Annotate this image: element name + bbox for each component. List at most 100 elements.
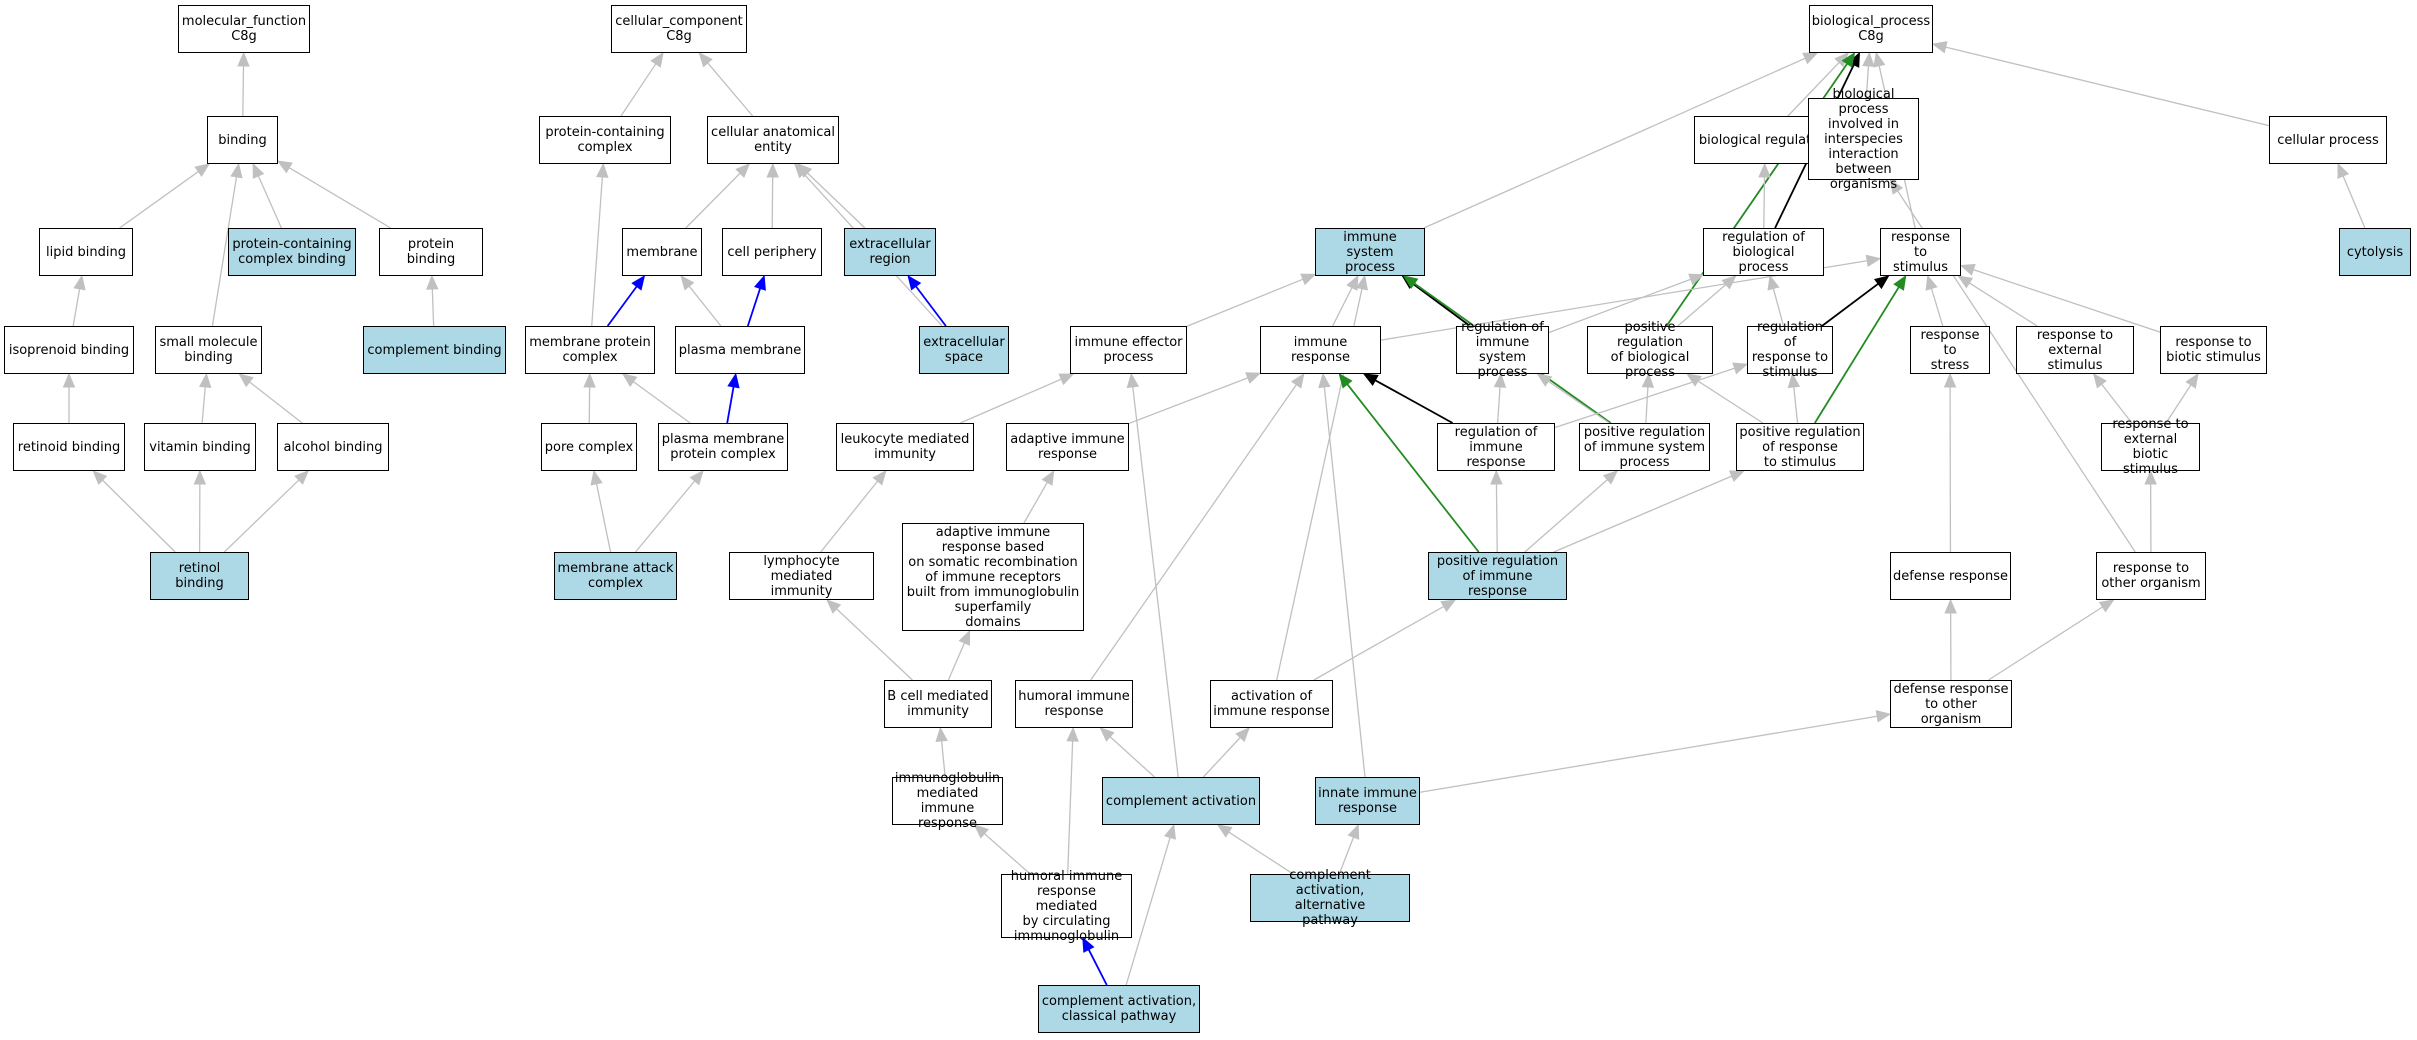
node-vitamin_binding[interactable]: vitamin binding (144, 423, 256, 471)
node-cellular_process[interactable]: cellular process (2269, 116, 2387, 164)
node-regulation_bp[interactable]: regulation of biological process (1703, 228, 1824, 276)
edge-response_external_stimulus-to-response_to_stimulus (1968, 282, 2038, 327)
node-pos_reg_immune_system_process[interactable]: positive regulation of immune system pro… (1579, 423, 1710, 471)
node-extracellular_space[interactable]: extracellular space (919, 326, 1009, 374)
node-response_ext_biotic_stimulus[interactable]: response to external biotic stimulus (2101, 417, 2200, 477)
node-plasma_membrane[interactable]: plasma membrane (675, 326, 805, 374)
arrowhead-extracellular_space-to-extracellular_region (907, 274, 922, 291)
arrowhead-pos_reg_immune_response-to-immune_response (1338, 372, 1353, 389)
edge-small_molecule_binding-to-binding (211, 176, 238, 327)
edge-innate_immune_response-to-defense_response_other_organism (1419, 715, 1878, 793)
node-bp_interspecies[interactable]: biological process involved in interspec… (1808, 87, 1919, 192)
node-complement_activation_alternative[interactable]: complement activation, alternative pathw… (1250, 868, 1410, 928)
arrowhead-pos_reg_immune_response-to-pos_reg_response_to_stimulus (1728, 470, 1745, 483)
node-membrane_attack_complex[interactable]: membrane attack complex (554, 552, 677, 600)
node-extracellular_region[interactable]: extracellular region (844, 228, 936, 276)
node-response_to_stimulus[interactable]: response to stimulus (1880, 228, 1961, 276)
arrowhead-cellular_anatomical_entity-to-cc (698, 52, 713, 68)
node-cell_periphery[interactable]: cell periphery (722, 228, 822, 276)
node-pos_reg_immune_response[interactable]: positive regulation of immune response (1428, 552, 1567, 600)
node-response_to_other_organism[interactable]: response to other organism (2096, 552, 2206, 600)
node-response_biotic_stimulus[interactable]: response to biotic stimulus (2160, 326, 2267, 374)
node-cc[interactable]: cellular_component C8g (611, 5, 747, 53)
arrowhead-pos_reg_response_to_stimulus-to-response_to_stimulus (1893, 274, 1907, 291)
node-bp[interactable]: biological_process C8g (1809, 5, 1933, 53)
node-protein_binding[interactable]: protein binding (379, 228, 483, 276)
node-b_cell_mediated_immunity[interactable]: B cell mediated immunity (884, 680, 992, 728)
node-membrane_protein_complex[interactable]: membrane protein complex (525, 326, 655, 374)
node-mf[interactable]: molecular_function C8g (178, 5, 310, 53)
edge-binding-to-mf (242, 65, 245, 117)
arrowhead-response_biotic_stimulus-to-response_to_stimulus (1959, 263, 1976, 276)
arrowhead-lipid_binding-to-binding (194, 163, 211, 177)
arrowhead-pos_reg_response_to_stimulus-to-pos_reg_bp (1686, 373, 1702, 387)
arrowhead-response_to_stress-to-response_to_stimulus (1925, 274, 1938, 291)
node-small_molecule_binding[interactable]: small molecule binding (155, 326, 262, 374)
arrowhead-complement_binding-to-protein_binding (426, 274, 439, 290)
edge-retinol_binding-to-alcohol_binding (223, 479, 300, 553)
node-reg_immune_system_process[interactable]: regulation of immune system process (1456, 320, 1549, 380)
node-defense_response[interactable]: defense response (1890, 552, 2011, 600)
node-defense_response_other_organism[interactable]: defense response to other organism (1890, 680, 2012, 728)
node-membrane[interactable]: membrane (622, 228, 702, 276)
arrowhead-pore_complex-to-membrane_protein_complex (583, 372, 596, 388)
edge-adaptive_immune_response_somatic-to-adaptive_immune_response (1023, 481, 1048, 524)
edge-lymphocyte_mediated_immunity-to-leukocyte_mediated_immunity (820, 480, 879, 553)
node-isoprenoid_binding[interactable]: isoprenoid binding (4, 326, 134, 374)
node-immunoglobulin_mediated_immune_response[interactable]: immunoglobulin mediated immune response (892, 771, 1003, 831)
arrowhead-pc_complex_binding-to-binding (252, 162, 265, 179)
node-lymphocyte_mediated_immunity[interactable]: lymphocyte mediated immunity (729, 552, 874, 600)
edge-pm_protein_complex-to-plasma_membrane (726, 386, 735, 424)
node-retinol_binding[interactable]: retinol binding (150, 552, 249, 600)
edge-immune_response-to-immune_system_process (1332, 287, 1353, 327)
node-pos_reg_bp[interactable]: positive regulation of biological proces… (1587, 320, 1713, 380)
edge-reg_immune_system_process-to-regulation_bp (1548, 278, 1692, 334)
node-humoral_immune_response[interactable]: humoral immune response (1015, 680, 1133, 728)
arrowhead-membrane_attack_complex-to-pm_protein_complex (689, 470, 704, 486)
node-cytolysis[interactable]: cytolysis (2339, 228, 2411, 276)
edge-isoprenoid_binding-to-lipid_binding (72, 288, 81, 327)
node-cellular_anatomical_entity[interactable]: cellular anatomical entity (707, 116, 839, 164)
edge-reg_immune_response-to-reg_response_to_stimulus (1554, 367, 1735, 429)
edge-b_cell_mediated_immunity-to-adaptive_immune_response_somatic (947, 642, 966, 681)
edge-adaptive_immune_response-to-immune_response (1128, 377, 1249, 425)
node-lipid_binding[interactable]: lipid binding (39, 228, 133, 276)
node-reg_immune_response[interactable]: regulation of immune response (1437, 423, 1555, 471)
edge-pos_reg_response_to_stimulus-to-response_to_stimulus (1814, 286, 1900, 424)
node-reg_response_to_stimulus[interactable]: regulation of response to stimulus (1747, 320, 1833, 380)
node-alcohol_binding[interactable]: alcohol binding (277, 423, 389, 471)
node-retinoid_binding[interactable]: retinoid binding (13, 423, 125, 471)
node-humoral_circulating_ig[interactable]: humoral immune response mediated by circ… (1001, 869, 1132, 944)
edge-innate_immune_response-to-immune_response (1323, 386, 1366, 778)
node-complement_activation_classical[interactable]: complement activation, classical pathway (1038, 985, 1200, 1033)
edge-regulation_bp-to-biological_regulation (1763, 176, 1766, 229)
node-adaptive_immune_response[interactable]: adaptive immune response (1006, 423, 1129, 471)
node-pm_protein_complex[interactable]: plasma membrane protein complex (658, 423, 788, 471)
node-activation_of_immune_response[interactable]: activation of immune response (1210, 680, 1333, 728)
arrowhead-reg_immune_system_process-to-regulation_bp (1688, 273, 1705, 286)
node-complement_activation[interactable]: complement activation (1102, 777, 1260, 825)
arrowhead-b_cell_mediated_immunity-to-lymphocyte_mediated_immunity (826, 599, 842, 614)
node-innate_immune_response[interactable]: innate immune response (1315, 777, 1420, 825)
node-pc_complex_binding[interactable]: protein-containing complex binding (228, 228, 356, 276)
edge-reg_response_to_stimulus-to-regulation_bp (1772, 288, 1785, 327)
node-leukocyte_mediated_immunity[interactable]: leukocyte mediated immunity (836, 423, 974, 471)
node-pore_complex[interactable]: pore complex (541, 423, 637, 471)
edge-immunoglobulin_mediated_immune_response-to-b_cell_mediated_immunity (940, 740, 946, 778)
node-protein_containing_complex[interactable]: protein-containing complex (539, 116, 671, 164)
edge-complement_activation_classical-to-complement_activation (1125, 837, 1171, 986)
edge-immune_system_process-to-bp (1423, 57, 1806, 229)
node-immune_effector_process[interactable]: immune effector process (1070, 326, 1187, 374)
node-binding[interactable]: binding (207, 116, 278, 164)
node-response_external_stimulus[interactable]: response to external stimulus (2016, 326, 2134, 374)
node-response_to_stress[interactable]: response to stress (1910, 326, 1990, 374)
arrowhead-retinol_binding-to-vitamin_binding (193, 469, 207, 485)
node-immune_response[interactable]: immune response (1260, 326, 1381, 374)
arrowhead-activation_of_immune_response-to-immune_system_process (1355, 274, 1369, 291)
node-pos_reg_response_to_stimulus[interactable]: positive regulation of response to stimu… (1736, 423, 1864, 471)
node-immune_system_process[interactable]: immune system process (1315, 228, 1425, 276)
node-adaptive_immune_response_somatic[interactable]: adaptive immune response based on somati… (902, 523, 1084, 631)
node-complement_binding[interactable]: complement binding (363, 326, 506, 374)
arrowhead-complement_activation-to-humoral_immune_response (1099, 727, 1115, 742)
